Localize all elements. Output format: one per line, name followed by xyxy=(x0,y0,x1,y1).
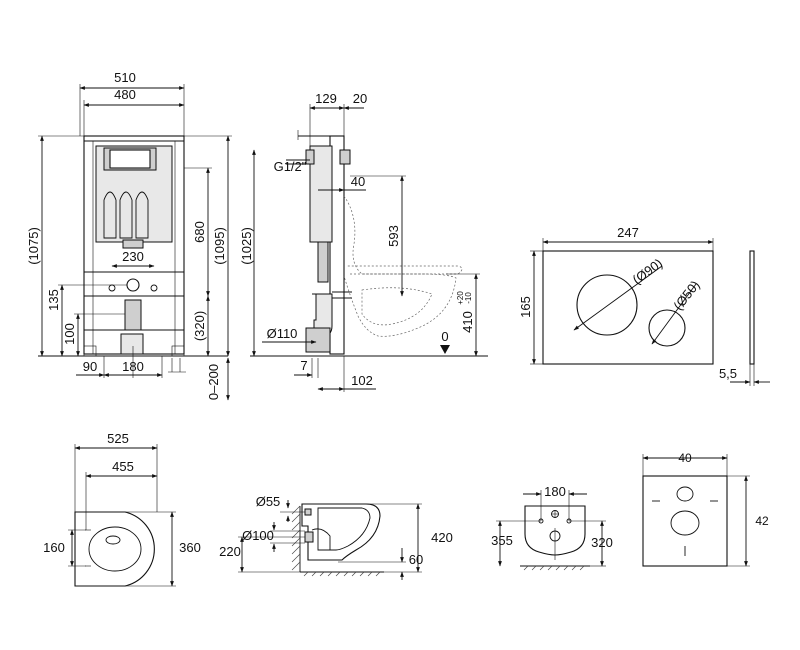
tolerance-plus: +20 xyxy=(456,291,465,305)
dim-355: 355 xyxy=(491,533,513,548)
dim-drain-diameter: Ø110 xyxy=(267,326,298,341)
sound-pad-view: 40 42 xyxy=(642,451,769,567)
dim-320: (320) xyxy=(192,311,207,341)
dim-20: 20 xyxy=(353,91,367,106)
bowl-top-view: 525 455 160 360 xyxy=(43,431,201,587)
dim-bowl-width-inner: 160 xyxy=(43,540,65,555)
dim-135: 135 xyxy=(46,289,61,311)
tolerance-minus: -10 xyxy=(464,292,473,304)
dim-frame-height: (1095) xyxy=(212,227,227,265)
label-water-inlet: G1/2" xyxy=(274,159,307,174)
dim-680: 680 xyxy=(192,221,207,243)
dim-pipe-center: 230 xyxy=(122,249,144,264)
dim-plate-thickness: 5,5 xyxy=(719,366,737,381)
dim-pad-height: 42 xyxy=(755,514,769,528)
bowl-side-view: Ø55 Ø100 220 420 60 xyxy=(219,494,453,580)
flush-button-large xyxy=(576,274,638,336)
dim-adjust-range: 0–200 xyxy=(206,364,221,400)
dim-bowl-width-outer: 360 xyxy=(179,540,201,555)
dim-60: 60 xyxy=(409,552,423,567)
dim-410: 410 xyxy=(460,311,475,333)
dim-width-inner: 480 xyxy=(114,87,136,102)
dim-90: 90 xyxy=(83,359,97,374)
dim-129: 129 xyxy=(315,91,337,106)
floor-hatch-back xyxy=(523,565,585,571)
dim-plate-width: 247 xyxy=(617,225,639,240)
inlet-connector xyxy=(126,278,140,292)
flush-plate-profile xyxy=(749,250,755,365)
floor-level-marker xyxy=(440,345,450,354)
flush-plate-view: (Ø90) (Ø50) 247 165 5,5 xyxy=(518,225,770,386)
dim-pad-width: 40 xyxy=(678,451,692,465)
drain-pipe xyxy=(124,299,142,331)
flush-button-small xyxy=(648,309,686,347)
dim-100: 100 xyxy=(62,323,77,345)
dim-1025: (1025) xyxy=(239,227,254,265)
dim-bowl-length-inner: 455 xyxy=(112,459,134,474)
dim-pipe-55: Ø55 xyxy=(256,494,281,509)
frame-side-view: 129 20 G1/2" 40 (1025) 593 410 +20 -10 Ø… xyxy=(239,91,488,392)
bowl-outline xyxy=(74,511,155,587)
bowl-profile xyxy=(301,503,381,561)
dim-bolt-spacing: 180 xyxy=(544,484,566,499)
dim-plate-height: 165 xyxy=(518,296,533,318)
dim-180: 180 xyxy=(122,359,144,374)
dim-220: 220 xyxy=(219,544,241,559)
floor-hatch xyxy=(303,571,381,577)
frame-front-view: 510 480 (1075) 680 (320) (1095) 230 135 … xyxy=(26,70,232,401)
dim-420: 420 xyxy=(431,530,453,545)
dim-40: 40 xyxy=(351,174,365,189)
dim-593: 593 xyxy=(386,225,401,247)
wall-hatch xyxy=(291,505,301,571)
bowl-back-view: 180 355 320 xyxy=(491,484,613,571)
dim-width-outer: 510 xyxy=(114,70,136,85)
dim-total-height: (1075) xyxy=(26,227,41,265)
label-floor-level: 0 xyxy=(441,329,448,344)
dim-320-back: 320 xyxy=(591,535,613,550)
dim-bowl-length-outer: 525 xyxy=(107,431,129,446)
dim-102: 102 xyxy=(351,373,373,388)
dim-7: 7 xyxy=(300,358,307,373)
dim-pipe-100: Ø100 xyxy=(242,528,274,543)
